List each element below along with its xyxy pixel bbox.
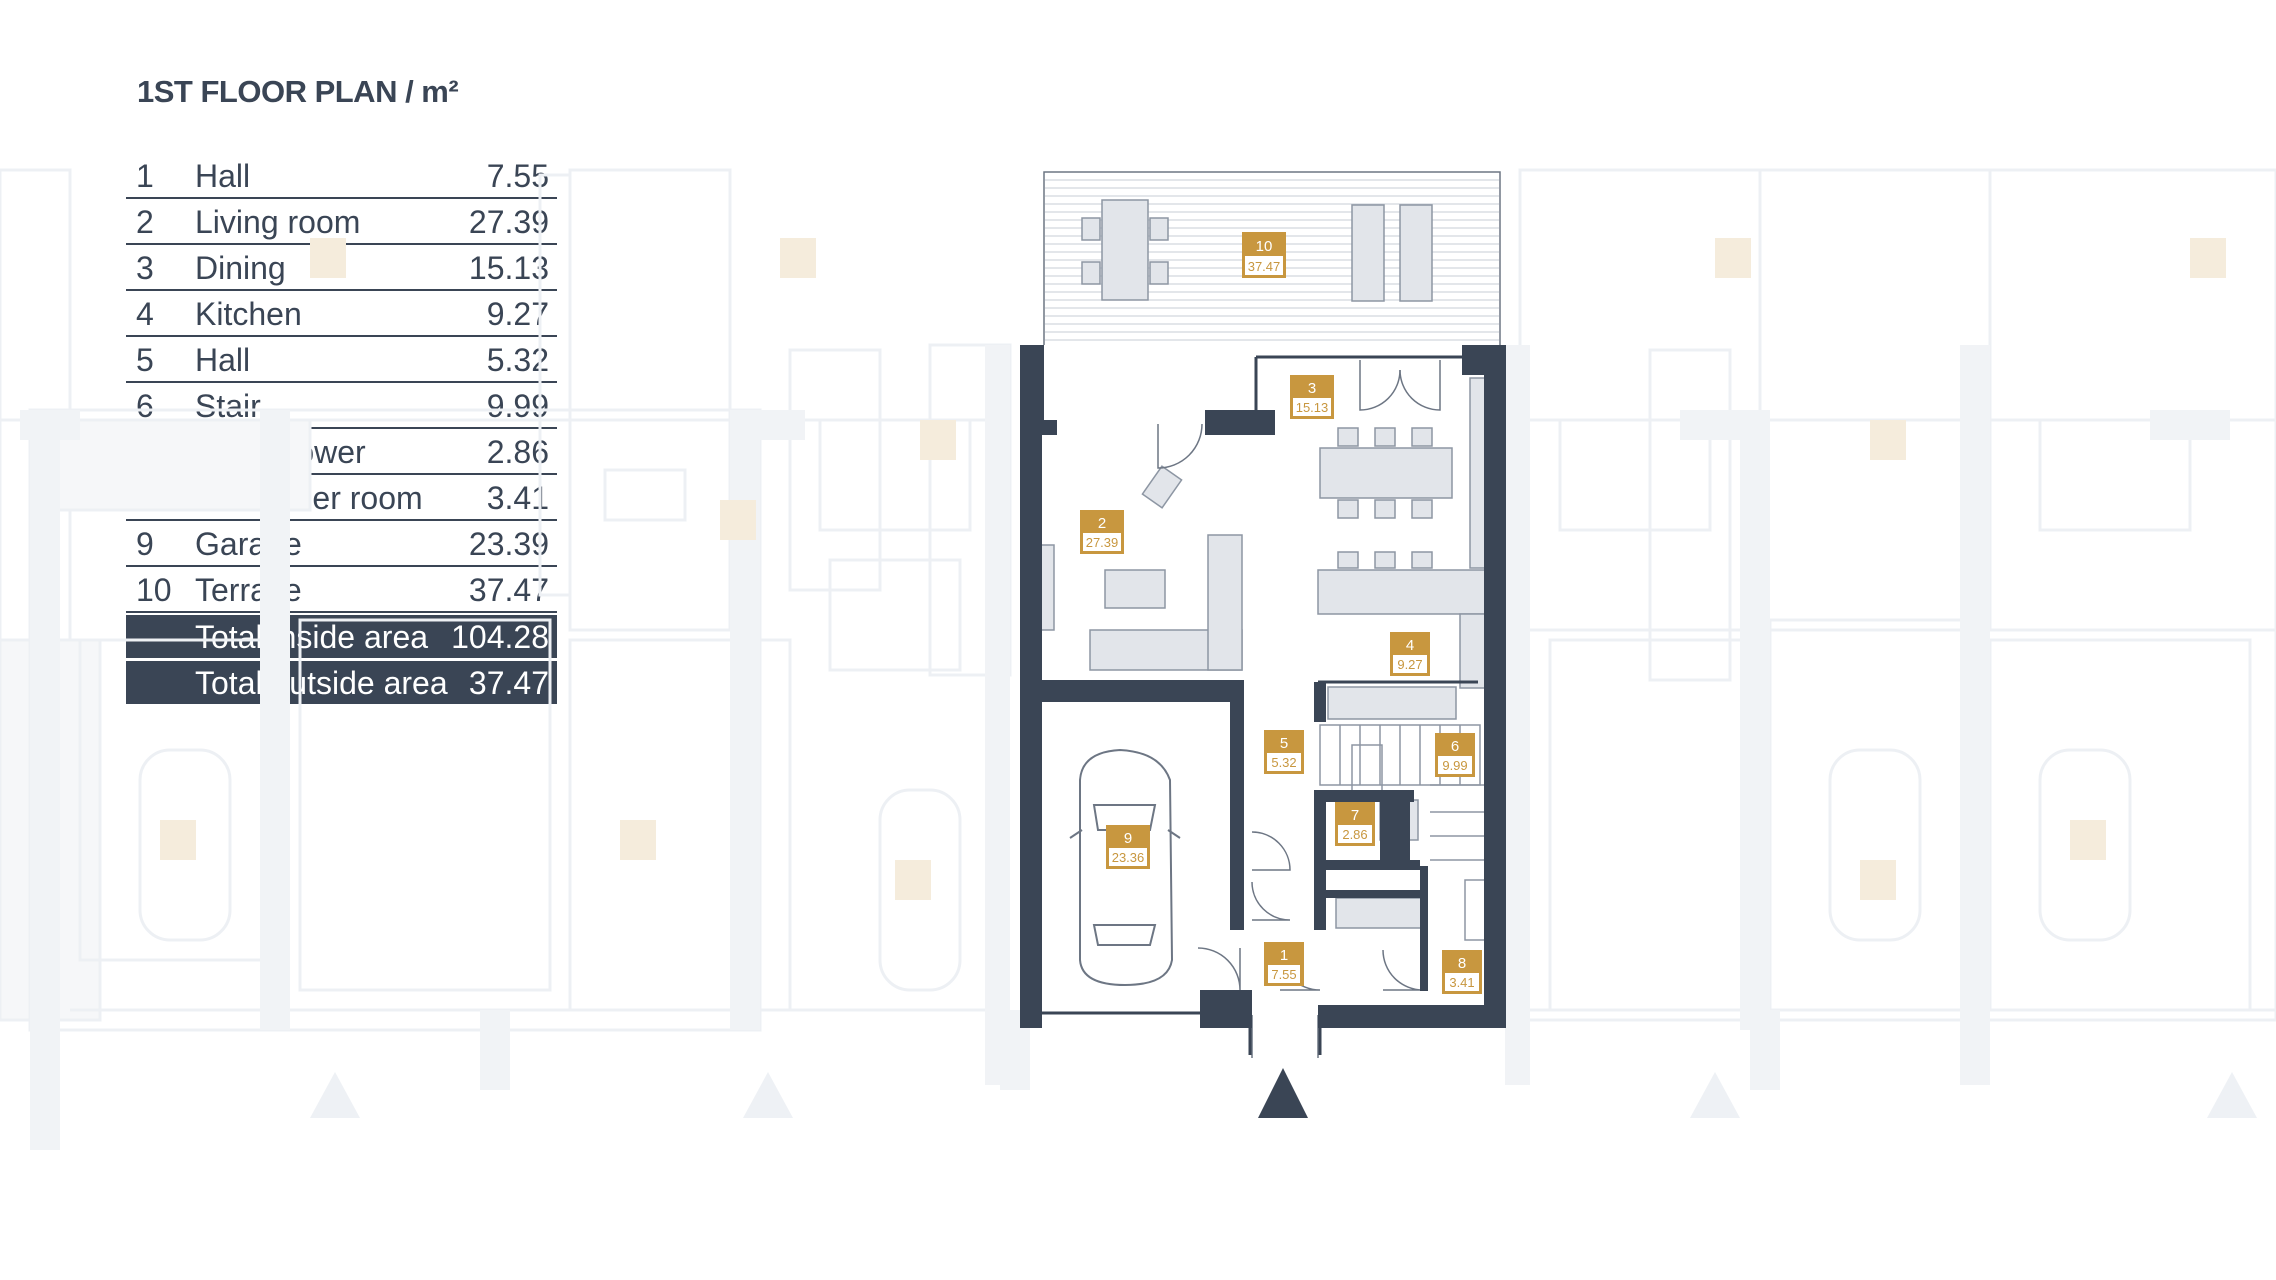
neighbour-labels <box>160 238 2226 900</box>
room-label-number: 4 <box>1406 637 1414 654</box>
room-label-number: 8 <box>1458 955 1466 972</box>
room-number: 4 <box>136 296 154 332</box>
room-label-area: 5.32 <box>1271 755 1296 770</box>
room-label-area: 37.47 <box>1248 259 1281 274</box>
neighbour-units-left <box>0 168 1012 1032</box>
room-name: Kitchen <box>195 296 302 332</box>
neighbour-walls <box>20 345 2230 1150</box>
room-label-area: 27.39 <box>1086 535 1119 550</box>
room-label: 1 7.55 <box>1264 942 1304 986</box>
room-label-area: 2.86 <box>1342 827 1367 842</box>
room-label-number: 3 <box>1308 380 1316 397</box>
room-number: 3 <box>136 250 154 286</box>
room-label-number: 1 <box>1280 947 1288 964</box>
room-label-number: 10 <box>1256 238 1273 255</box>
room-label-area: 3.41 <box>1449 975 1474 990</box>
room-number: 9 <box>136 526 154 562</box>
room-number: 10 <box>136 572 172 608</box>
room-number: 6 <box>136 388 154 424</box>
room-name: Hall <box>195 158 251 194</box>
room-label-area: 9.99 <box>1442 758 1467 773</box>
terrace-furniture <box>1081 199 1433 302</box>
room-area: 37.47 <box>468 572 549 608</box>
inner-lines <box>1042 355 1478 1055</box>
total-inside-row: Total inside area 104.28 <box>126 615 557 658</box>
total-area: 104.28 <box>451 619 549 655</box>
room-label-number: 2 <box>1098 515 1106 532</box>
room-label-number: 9 <box>1124 830 1132 847</box>
room-label: 6 9.99 <box>1435 733 1475 777</box>
page-title: 1ST FLOOR PLAN / m² <box>137 74 459 109</box>
room-label: 8 3.41 <box>1442 950 1482 994</box>
room-area: 23.39 <box>468 526 549 562</box>
entrance-marker <box>1258 1068 1308 1118</box>
room-label-area: 7.55 <box>1271 967 1296 982</box>
room-label: 2 27.39 <box>1080 510 1124 554</box>
room-number: 1 <box>136 158 154 194</box>
total-outside-row: Total outside area 37.47 <box>126 661 557 704</box>
room-label: 10 37.47 <box>1242 232 1286 278</box>
room-label-area: 15.13 <box>1296 400 1329 415</box>
room-number: 2 <box>136 204 154 240</box>
room-label: 4 9.27 <box>1390 632 1430 676</box>
staircase <box>1319 724 1486 861</box>
room-number: 5 <box>136 342 154 378</box>
room-label-number: 5 <box>1280 735 1288 752</box>
total-label: Total inside area <box>195 619 429 655</box>
room-name: Dining <box>195 250 286 286</box>
room-name: Hall <box>195 342 251 378</box>
table-row: 3 Dining 15.13 <box>126 246 557 291</box>
room-label-area: 23.36 <box>1112 850 1145 865</box>
neighbour-entrance-markers <box>310 1072 2257 1118</box>
room-label-area: 9.27 <box>1397 657 1422 672</box>
room-label-number: 7 <box>1351 807 1359 824</box>
room-name: Stair <box>195 388 261 424</box>
walls <box>1020 345 1506 1028</box>
room-label: 3 15.13 <box>1290 375 1334 419</box>
room-label: 7 2.86 <box>1335 802 1375 846</box>
room-name: Living room <box>195 204 361 240</box>
room-label: 5 5.32 <box>1264 730 1304 774</box>
room-area: 27.39 <box>468 204 549 240</box>
total-area: 37.47 <box>468 665 549 701</box>
room-label-number: 6 <box>1451 738 1459 755</box>
room-area: 15.13 <box>468 250 549 286</box>
total-label: Total outside area <box>195 665 448 701</box>
room-label: 9 23.36 <box>1106 825 1150 869</box>
